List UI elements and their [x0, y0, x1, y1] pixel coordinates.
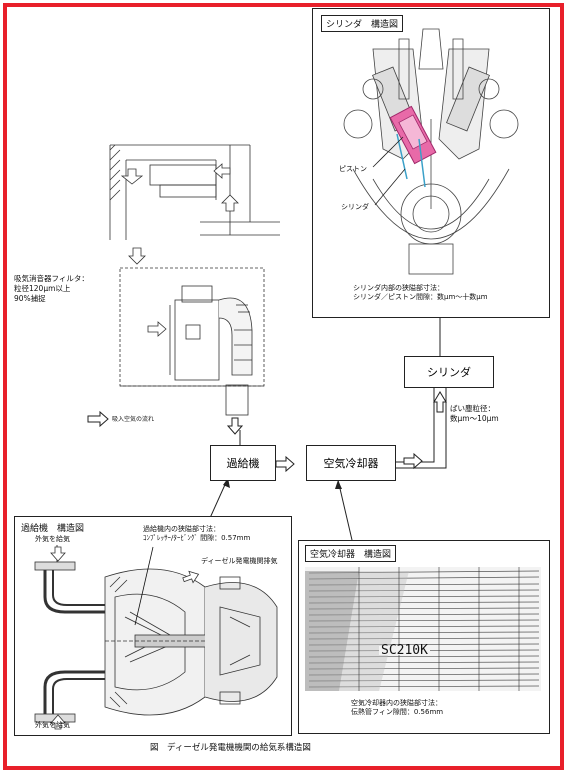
air-cooler-photo-drawing [305, 567, 541, 691]
turbo-gap-note: 過給機内の狭隘部寸法： ｺﾝﾌﾟﾚｯｻｰ/ﾀｰﾋﾞﾝｸﾞ 間隙：0.57mm [143, 525, 250, 543]
cooler-gap-note-line1: 空気冷却器内の狭隘部寸法： [351, 699, 442, 707]
cylinder-box: シリンダ [404, 356, 494, 388]
piston-label: ピストン [339, 165, 367, 173]
intake-filter-note: 吸気消音器フィルタ： 粒径120μm以上 90%捕捉 [14, 274, 89, 304]
cylinder-gap-note-line1: シリンダ内部の狭隘部寸法： [353, 284, 444, 292]
cylinder-label: シリンダ [341, 203, 369, 211]
cooler-stamp: SC210K [379, 643, 430, 658]
turbo-panel-title: 過給機 構造図 [21, 524, 85, 534]
turbo-gap-note-line2: ｺﾝﾌﾟﾚｯｻｰ/ﾀｰﾋﾞﾝｸﾞ 間隙：0.57mm [143, 534, 251, 542]
cooler-panel-title: 空気冷却器 構造図 [305, 545, 397, 562]
turbocharger-box: 過給機 [210, 445, 276, 481]
turbo-intake-bottom-label: 外気を給気 [35, 721, 70, 729]
cylinder-structure-panel: シリンダ 構造図 ピストン シリンダ シリンダ内部の狭隘部寸法： シリンダ／ピス… [312, 8, 550, 318]
turbocharger-cross-section-drawing [34, 545, 278, 730]
red-border-frame [3, 3, 564, 770]
cooler-gap-note: 空気冷却器内の狭隘部寸法： 伝熱管フィン隙間：0.56mm [351, 699, 443, 717]
intake-filter-note-line1: 吸気消音器フィルタ： [14, 274, 89, 283]
particle-size-note: ばい塵粒径： 数μm～10μm [450, 404, 499, 424]
turbocharger-structure-panel: 過給機 構造図 過給機内の狭隘部寸法： ｺﾝﾌﾟﾚｯｻｰ/ﾀｰﾋﾞﾝｸﾞ 間隙：… [14, 516, 292, 736]
engine-cross-section-drawing [343, 28, 519, 275]
intake-filter-note-line2: 粒径120μm以上 [14, 284, 71, 293]
flow-legend-label: 吸入空気の流れ [112, 416, 155, 423]
figure-caption: 図 ディーゼル発電機機関の給気系構造図 [150, 743, 311, 753]
cylinder-gap-note: シリンダ内部の狭隘部寸法： シリンダ／ピストン間隙：数μm～十数μm [353, 284, 488, 302]
turbo-gap-note-line1: 過給機内の狭隘部寸法： [143, 525, 220, 533]
cylinder-gap-note-line2: シリンダ／ピストン間隙：数μm～十数μm [353, 293, 488, 301]
air-cooler-box: 空気冷却器 [306, 445, 396, 481]
cylinder-panel-title: シリンダ 構造図 [321, 15, 404, 32]
turbo-intake-top-label: 外気を給気 [35, 535, 70, 543]
particle-size-note-line1: ばい塵粒径： [450, 404, 495, 413]
turbo-exhaust-label: ディーゼル発電機関排気 [201, 557, 278, 565]
air-cooler-structure-panel: 空気冷却器 構造図 SC210K 空気冷却器内の狭隘部寸法： 伝熱管フィン隙間：… [298, 540, 550, 734]
intake-filter-note-line3: 90%捕捉 [14, 294, 46, 303]
cooler-gap-note-line2: 伝熱管フィン隙間：0.56mm [351, 708, 444, 716]
particle-size-note-line2: 数μm～10μm [450, 414, 499, 423]
